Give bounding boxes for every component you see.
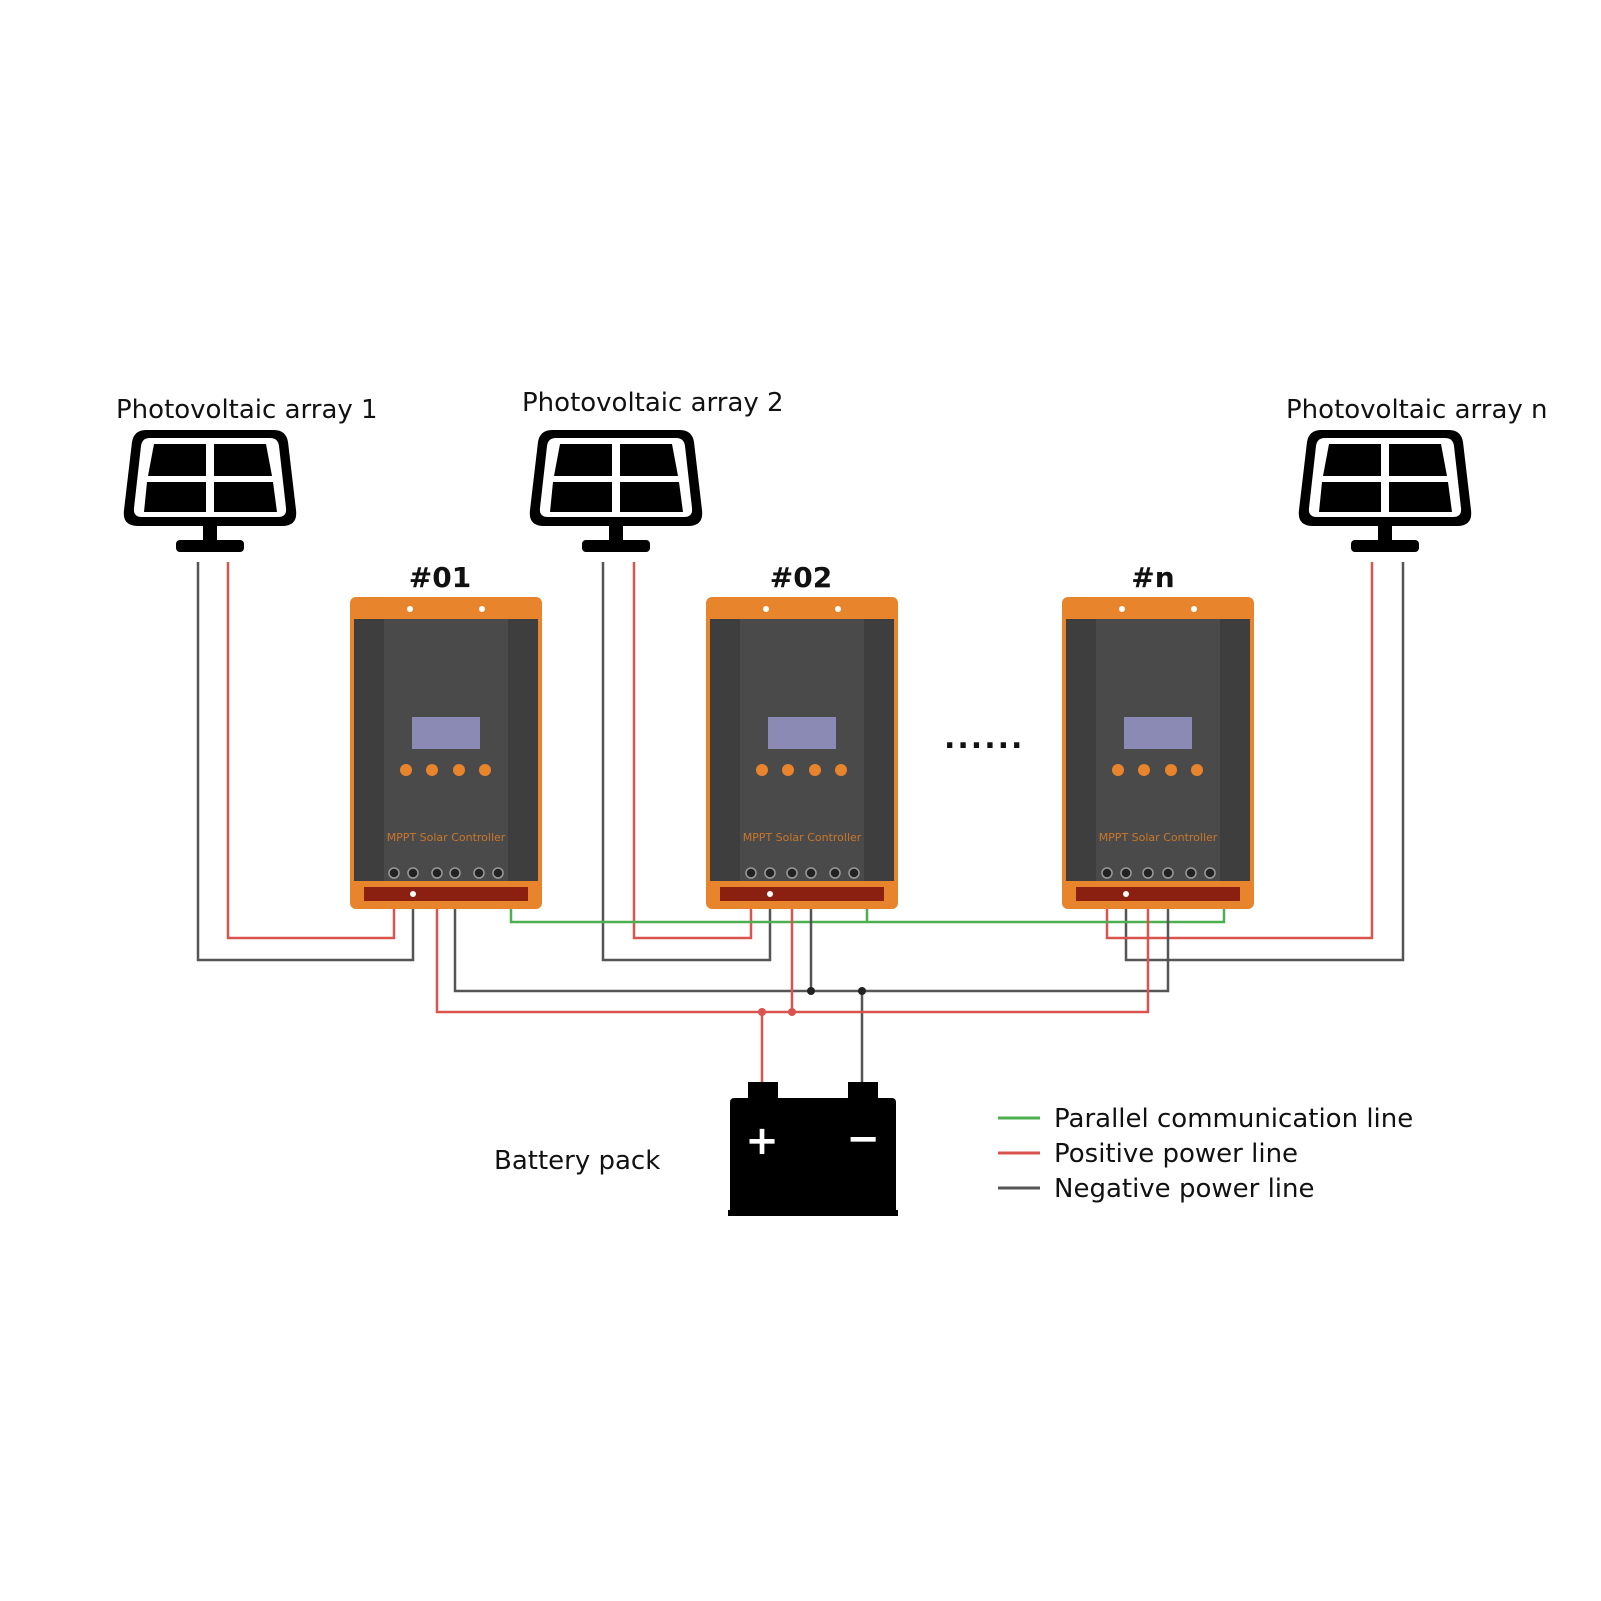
controller-button bbox=[835, 764, 847, 776]
controller-button bbox=[426, 764, 438, 776]
pvn-negative-wire bbox=[1124, 562, 1405, 962]
legend-label-negative: Negative power line bbox=[1054, 1174, 1315, 1204]
controller-button bbox=[782, 764, 794, 776]
controller-button bbox=[1112, 764, 1124, 776]
controller-screen bbox=[412, 717, 480, 749]
junction-dot bbox=[807, 987, 815, 995]
battery-negative-symbol: − bbox=[846, 1116, 880, 1162]
controller-button bbox=[756, 764, 768, 776]
controller-screen bbox=[1124, 717, 1192, 749]
controller-panel-text: MPPT Solar Controller bbox=[387, 831, 506, 844]
controller-panel-text: MPPT Solar Controller bbox=[743, 831, 862, 844]
controller-button bbox=[1138, 764, 1150, 776]
controller-01-label: #01 bbox=[409, 561, 471, 594]
solar-panel-icon-n bbox=[1298, 430, 1472, 552]
junction-dot bbox=[858, 987, 866, 995]
battery-positive-symbol: + bbox=[745, 1118, 779, 1164]
pv1-negative-wire bbox=[196, 562, 415, 962]
battery-label: Battery pack bbox=[494, 1146, 660, 1176]
junction-dot bbox=[758, 1008, 766, 1016]
junction-dots bbox=[758, 987, 866, 1016]
legend-label-positive: Positive power line bbox=[1054, 1139, 1298, 1169]
array-1-label: Photovoltaic array 1 bbox=[116, 395, 378, 425]
controller-screen bbox=[768, 717, 836, 749]
controller-02: MPPT Solar Controller bbox=[706, 597, 898, 909]
controller-n-label: #n bbox=[1131, 561, 1174, 594]
controller-button bbox=[1191, 764, 1203, 776]
array-n-label: Photovoltaic array n bbox=[1286, 395, 1548, 425]
controller-02-label: #02 bbox=[770, 561, 832, 594]
controller-n: MPPT Solar Controller bbox=[1062, 597, 1254, 909]
legend: Parallel communication line Positive pow… bbox=[998, 1104, 1413, 1204]
ellipsis: ...... bbox=[944, 721, 1024, 756]
controller-panel-text: MPPT Solar Controller bbox=[1099, 831, 1218, 844]
controller-button bbox=[479, 764, 491, 776]
controller-button bbox=[809, 764, 821, 776]
controller-button bbox=[1165, 764, 1177, 776]
controller-01: MPPT Solar Controller bbox=[350, 597, 542, 909]
array-2-label: Photovoltaic array 2 bbox=[522, 388, 784, 418]
junction-dot bbox=[788, 1008, 796, 1016]
legend-label-communication: Parallel communication line bbox=[1054, 1104, 1413, 1134]
solar-panel-icon-2 bbox=[529, 430, 703, 552]
battery-icon: + − bbox=[728, 1082, 898, 1216]
pv2-negative-wire bbox=[601, 562, 772, 962]
solar-panel-icon-1 bbox=[123, 430, 297, 552]
controller-button bbox=[400, 764, 412, 776]
controller-button bbox=[453, 764, 465, 776]
